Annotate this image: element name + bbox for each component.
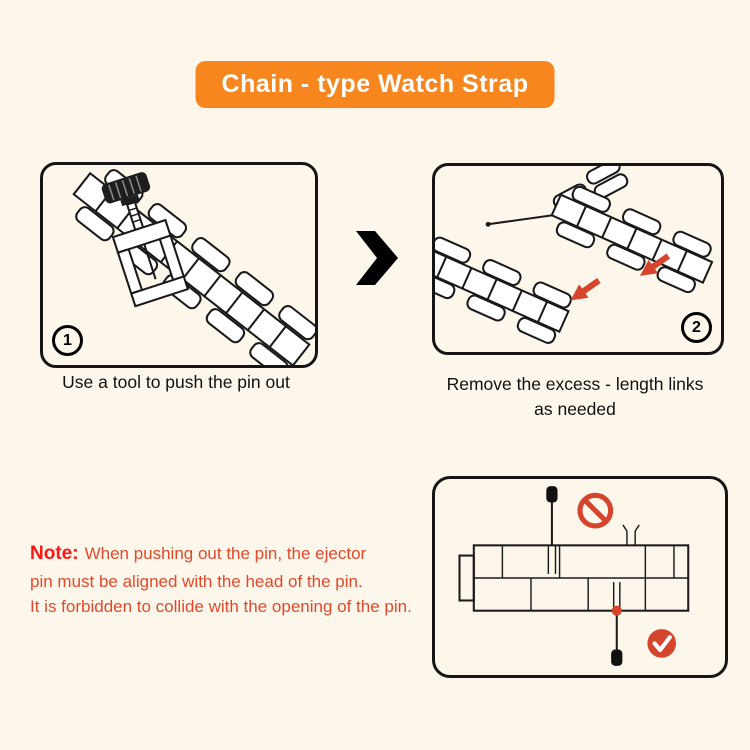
note-block: Note:When pushing out the pin, the eject… (30, 540, 480, 620)
title-banner: Chain - type Watch Strap (195, 61, 555, 108)
step2-number: 2 (692, 318, 701, 336)
red-arrow-icon (570, 277, 601, 301)
prohibition-icon (577, 492, 614, 529)
alignment-illustration (458, 486, 690, 666)
bottom-ejector-pin (611, 605, 623, 666)
step1-illustration (72, 169, 315, 365)
checkmark-icon (647, 629, 676, 658)
step2-caption: Remove the excess - length links as need… (446, 374, 704, 420)
step1-number: 1 (63, 331, 72, 349)
step1-panel: 1 (40, 162, 318, 368)
alignment-detail-panel (432, 476, 728, 678)
chevron-right-icon (356, 231, 398, 285)
page-title: Chain - type Watch Strap (221, 70, 529, 98)
loose-pin (487, 214, 554, 226)
red-arrow-icon (639, 253, 671, 276)
top-ejector-pin (546, 486, 558, 546)
step1-badge: 1 (52, 325, 83, 356)
step2-illustration (435, 166, 714, 344)
step1-caption: Use a tool to push the pin out (62, 372, 290, 392)
note-label: Note: (30, 543, 79, 564)
step2-panel: 2 (432, 163, 724, 355)
pin-removal-tool (101, 172, 190, 308)
step2-badge: 2 (681, 312, 712, 343)
note-text: When pushing out the pin, the ejector pi… (30, 544, 412, 616)
alignment-dot (611, 605, 622, 616)
